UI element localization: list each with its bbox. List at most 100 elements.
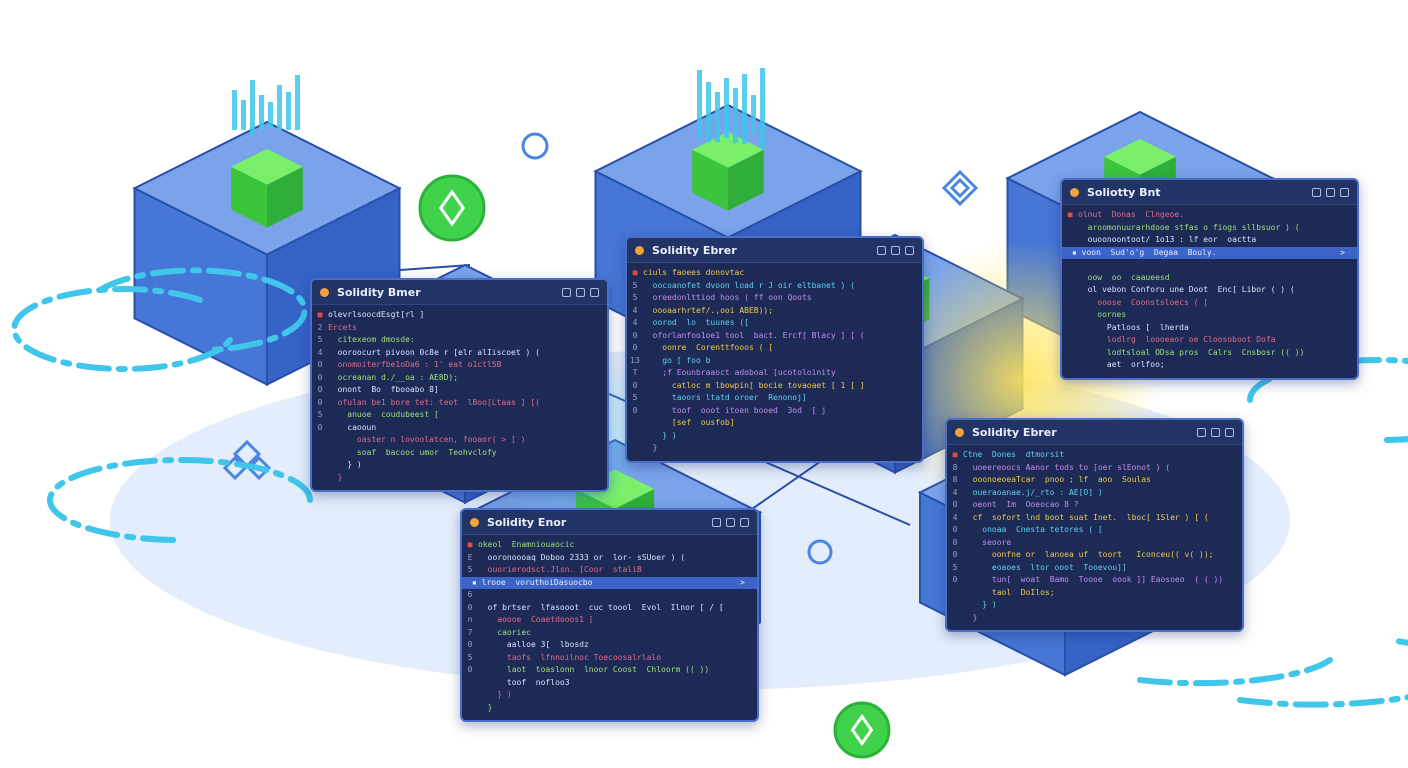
minimize-button[interactable] — [562, 287, 571, 297]
window-titlebar: Solidity Ebrer — [947, 420, 1242, 445]
data-bar — [724, 78, 729, 138]
suggestion-text: ▪ voon Sud'o'g Degaa Bouly. — [1072, 247, 1217, 257]
code-line: ooroocurt pivoon 0c8e r [elr alIiscoet )… — [328, 347, 540, 357]
line-number: 0 — [317, 397, 323, 407]
code-line: aoooe Coaetdooos1 [ — [478, 615, 594, 624]
line-number: 5 — [467, 565, 473, 574]
code-line: ;f Eounbraaoct adoboal [ucotoloinity — [643, 368, 836, 377]
code-line: taofs lfnnoilnoc Toecoosalrlalo — [478, 652, 662, 662]
code-line: } — [328, 472, 343, 482]
code-line: oooaarhrtef/.,ooi ABEB)); — [643, 305, 774, 315]
close-button[interactable] — [1340, 187, 1349, 197]
line-number: E — [467, 552, 473, 562]
close-button[interactable] — [590, 287, 599, 297]
line-number: 4 — [632, 318, 638, 327]
data-bar — [286, 92, 291, 130]
code-line: anuoe coudubeest [ — [328, 410, 439, 419]
solidity-logo-icon — [320, 287, 329, 297]
code-line: } — [643, 443, 658, 452]
line-number: 5 — [632, 293, 638, 302]
solidity-logo-icon — [955, 427, 964, 437]
code-editor-window-3: Soliotty Bnt■olnut Donas Clngeoe. aroomo… — [1060, 178, 1359, 380]
green-block-right — [728, 149, 764, 211]
code-area[interactable]: ciuls faoees donovtac oocoanofet dvoon l… — [643, 263, 922, 455]
code-area[interactable]: Ctne Dones dtmorsit uoeereoocs Aanor tod… — [963, 445, 1242, 624]
code-line: seoore — [963, 537, 1012, 547]
code-line: ciuls faoees donovtac — [643, 268, 745, 277]
code-line: } ) — [328, 460, 362, 469]
code-line: ooose Coonstsloecs ( [ — [1078, 297, 1209, 307]
close-button[interactable] — [740, 517, 749, 527]
line-number: 0 — [632, 330, 638, 340]
line-number: 6 — [467, 590, 473, 599]
data-bar — [733, 88, 738, 143]
code-line: soaf bacooc umor Teohvclofy — [328, 447, 497, 457]
line-number: 2 — [317, 322, 323, 332]
code-line: ouorierodsct.Jlsn. [Coor staliB — [478, 565, 642, 574]
code-line: Ercets — [328, 322, 357, 332]
code-line: eoaoes ltor ooot Tooevou]] — [963, 562, 1127, 572]
line-number: 8 — [952, 475, 958, 484]
minimize-button[interactable] — [1197, 427, 1206, 437]
line-number — [1062, 309, 1078, 322]
cube-back-left — [132, 120, 402, 387]
code-area[interactable]: olnut Donas Clngeoe. aroomonuurarhdooe s… — [1062, 205, 1357, 372]
code-line: oornes — [1078, 310, 1127, 319]
green-block-top — [231, 148, 303, 185]
line-number: 5 — [632, 393, 638, 402]
maximize-button[interactable] — [891, 245, 900, 255]
data-bar — [241, 100, 246, 130]
line-number: 0 — [632, 405, 638, 415]
code-line: Patloos [ lherda — [1078, 322, 1189, 332]
line-number: ■ — [1067, 210, 1073, 219]
window-titlebar: Solidity Ebrer — [627, 238, 922, 263]
line-number: n — [467, 615, 473, 624]
minimize-button[interactable] — [712, 517, 721, 527]
code-area[interactable]: okeol Enamniouaocic ooronoooaq Doboo 233… — [462, 535, 757, 714]
data-bar — [250, 80, 255, 135]
data-bar — [742, 74, 747, 144]
code-line: lodlrg loooeaor oe Cloosoboot Dofa — [1078, 335, 1276, 344]
green-block-left — [692, 149, 728, 211]
minimize-button[interactable] — [1312, 187, 1321, 197]
code-line: ooronoooaq Doboo 2333 or lor- sSUoer ) ( — [478, 552, 686, 562]
line-number: 4 — [632, 305, 638, 315]
data-bar — [295, 75, 300, 130]
close-button[interactable] — [905, 245, 914, 255]
swirl-arc — [11, 286, 233, 372]
data-bar — [706, 82, 711, 142]
minimize-button[interactable] — [877, 245, 886, 255]
close-button[interactable] — [1225, 427, 1234, 437]
line-number: 0 — [632, 380, 638, 390]
code-line: caoriec — [478, 627, 531, 637]
line-number: 0 — [632, 343, 638, 352]
code-line: oaster n lovoolatcen, fooaor( > [ ) — [328, 435, 526, 444]
line-number: 0 — [467, 665, 473, 674]
code-line — [478, 589, 757, 602]
line-number: ■ — [952, 450, 958, 459]
green-block-left — [231, 166, 267, 228]
code-line: uoeereoocs Aanor tods to [oer slEonot ) … — [963, 462, 1171, 472]
code-line: oueraoanae.j/_rto : AE[O] ) — [963, 487, 1103, 497]
line-number — [1062, 259, 1078, 272]
code-line: taol DoIlos; — [963, 587, 1055, 597]
maximize-button[interactable] — [576, 287, 585, 297]
line-number: 0 — [317, 372, 323, 382]
code-area[interactable]: olevrlsoocdEsgt[rl ]Ercets citexeom dmos… — [328, 305, 607, 484]
autocomplete-suggestion[interactable]: ▪ lrooe voruthoiDasuocbo> — [462, 576, 757, 589]
line-number: 0 — [952, 575, 958, 584]
maximize-button[interactable] — [726, 517, 735, 527]
line-number: ■ — [317, 310, 323, 319]
maximize-button[interactable] — [1326, 187, 1335, 197]
code-line: laot toaslonn lnoor Coost Chloorm (( )) — [478, 665, 710, 674]
code-line: } ) — [478, 690, 512, 699]
autocomplete-suggestion[interactable]: ▪ voon Sud'o'g Degaa Bouly.> — [1062, 246, 1357, 259]
window-title: Solidity Ebrer — [652, 243, 737, 257]
line-number: 4 — [952, 487, 958, 497]
code-line: } — [478, 702, 493, 712]
maximize-button[interactable] — [1211, 427, 1220, 437]
